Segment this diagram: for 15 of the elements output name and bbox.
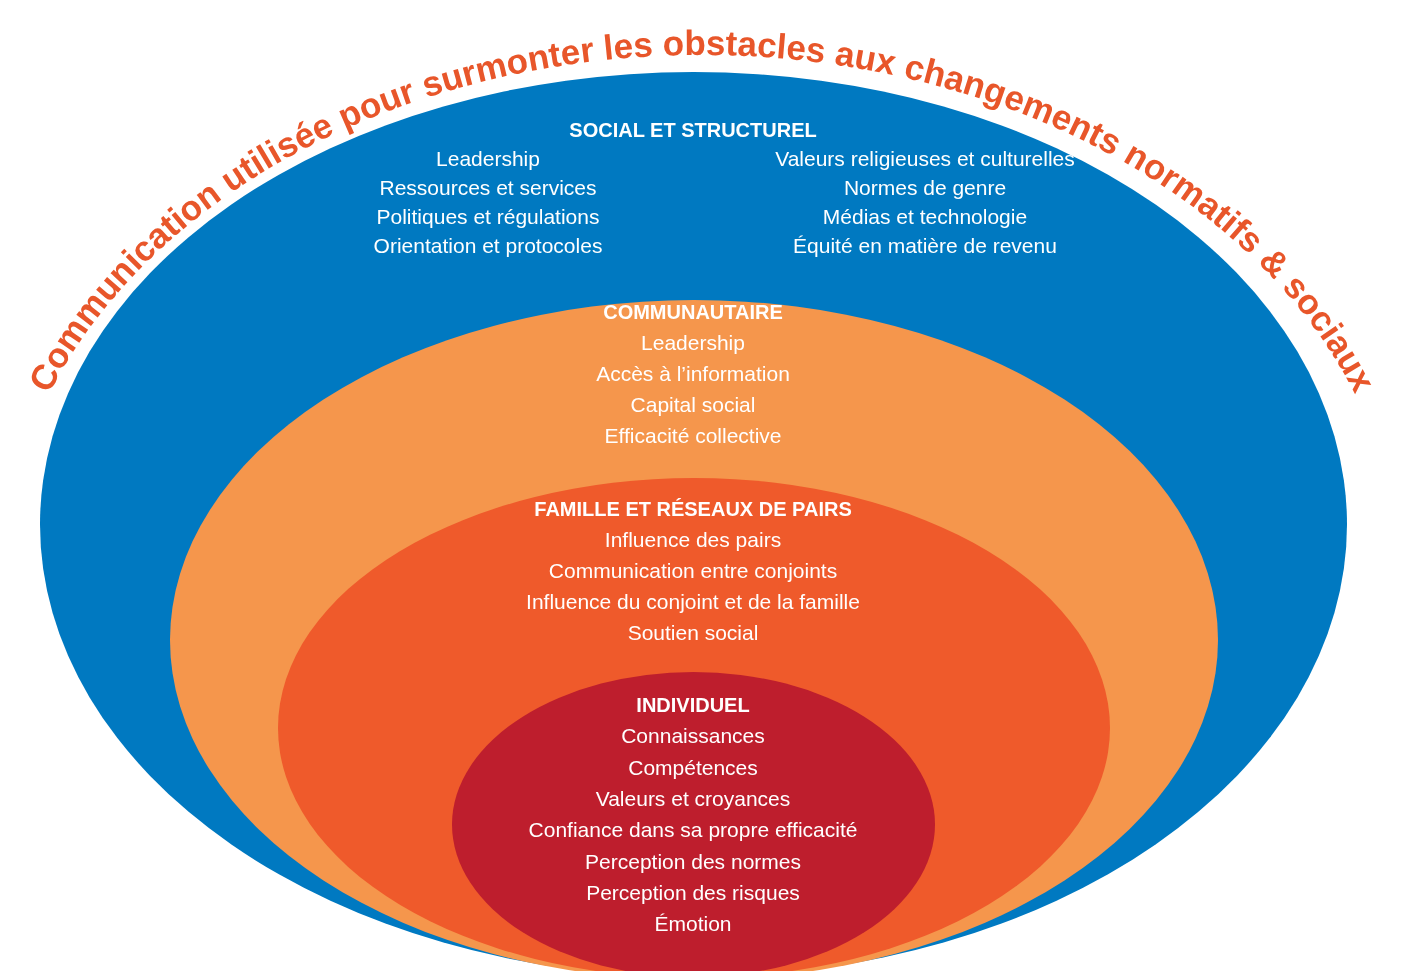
- factor-label: Émotion: [654, 911, 732, 938]
- factor-label: Efficacité collective: [604, 423, 782, 449]
- factor-label: Compétences: [628, 754, 758, 781]
- factor-label: Communication entre conjoints: [548, 558, 838, 584]
- layer-heading: FAMILLE ET RÉSEAUX DE PAIRS: [534, 497, 852, 522]
- factor-label: Valeurs et croyances: [595, 785, 791, 812]
- factor-label: Perception des risques: [586, 879, 800, 906]
- factor-label: Influence du conjoint et de la famille: [526, 589, 860, 615]
- factor-label: Connaissances: [621, 723, 765, 750]
- factor-label: Capital social: [630, 392, 756, 418]
- factor-label: Confiance dans sa propre efficacité: [528, 817, 858, 844]
- layer-heading: INDIVIDUEL: [636, 693, 750, 718]
- factor-label: Influence des pairs: [604, 527, 782, 553]
- factor-label: Soutien social: [627, 620, 759, 646]
- factor-label: Perception des normes: [585, 848, 801, 875]
